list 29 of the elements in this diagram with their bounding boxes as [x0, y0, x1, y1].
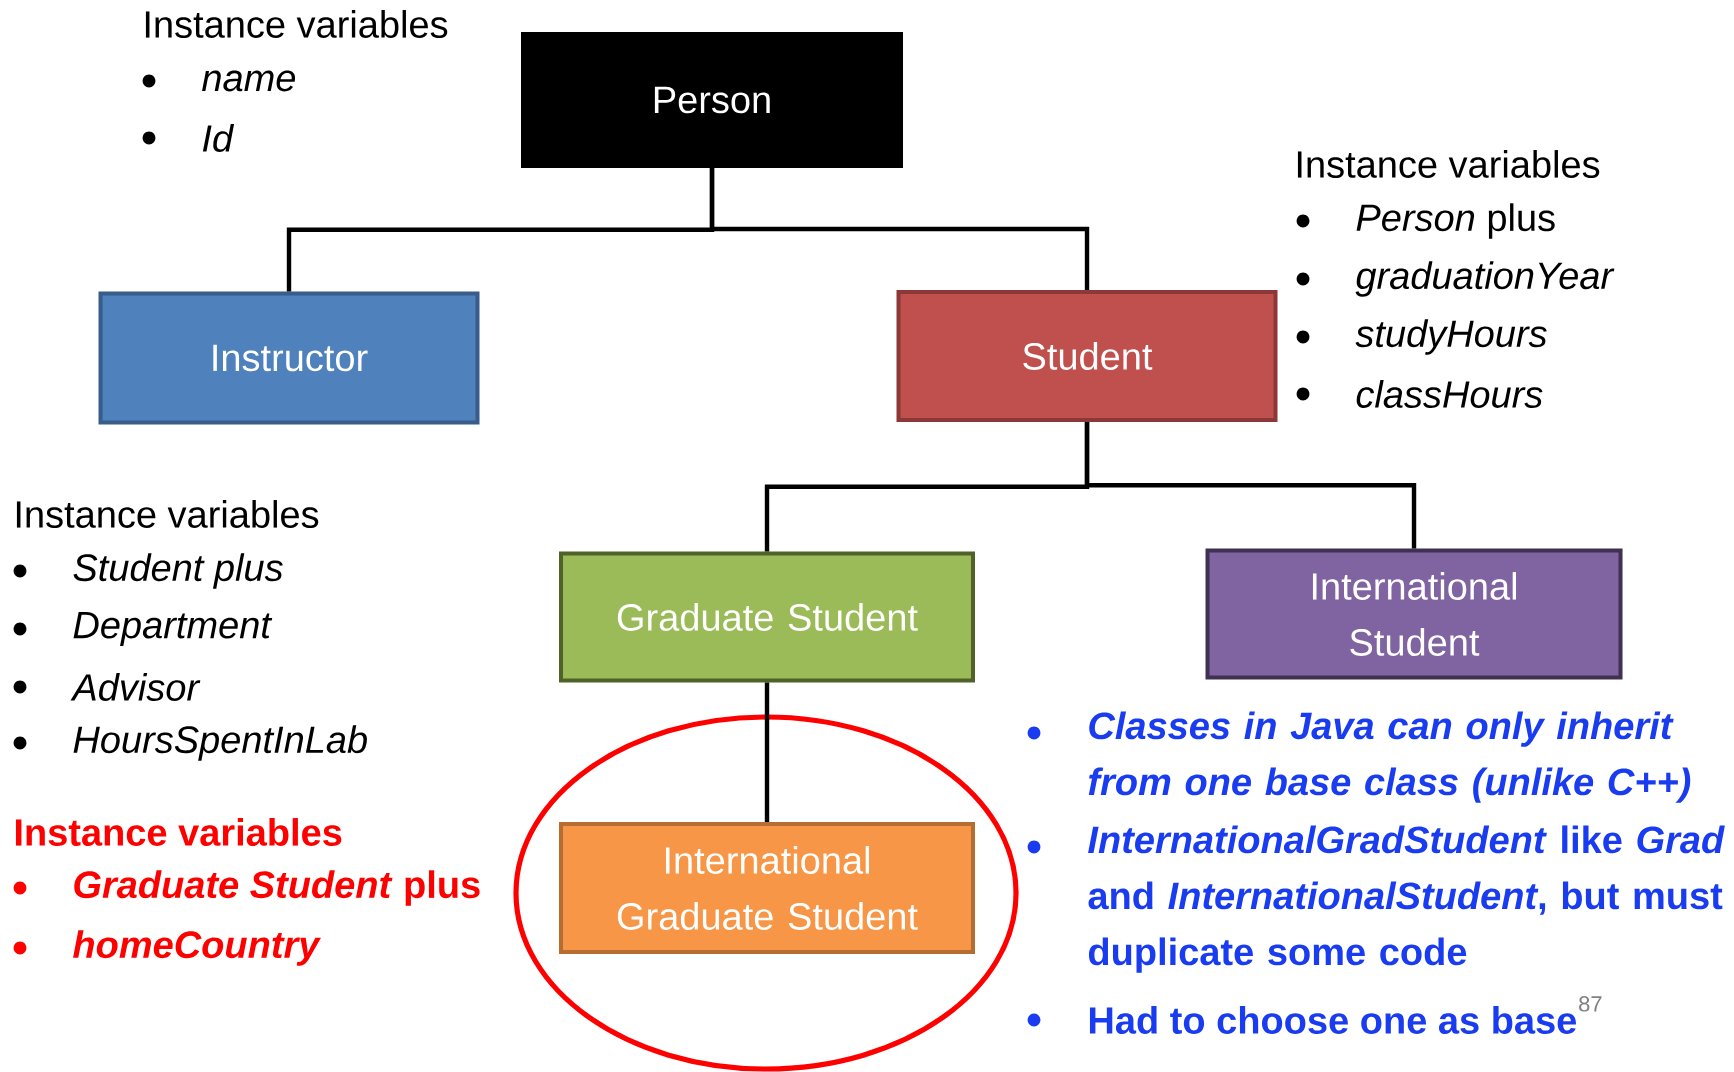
bullet-item: homeCountry — [13, 930, 321, 966]
class-box: International Student — [1205, 548, 1623, 680]
bullet-item: Graduate Student plus — [13, 870, 480, 906]
class-box: Person — [521, 32, 903, 168]
connector-line — [764, 682, 770, 822]
connector-line — [1084, 422, 1417, 549]
class-box: Graduate Student — [559, 551, 975, 683]
bullet-item: classHours — [1296, 380, 1543, 408]
heading: Instance variables — [1297, 150, 1600, 178]
bullet-item: studyHours — [1296, 319, 1547, 355]
bullet-item: Person plus — [1296, 203, 1555, 239]
connector-line — [709, 168, 1090, 290]
page-number: 87 — [1579, 996, 1602, 1012]
bullet-item: name — [142, 70, 296, 92]
bullet-item: HoursSpentInLab — [13, 725, 367, 761]
bullet-item: Student plus — [13, 553, 283, 589]
bullet-item: InternationalGradStudent like Grad and InternationalStudent, but must duplicate some code — [1027, 825, 1725, 973]
bullet-item: Department — [13, 612, 273, 646]
class-box: Instructor — [98, 291, 480, 425]
bullet-item: graduationYear — [1296, 261, 1615, 297]
bullet-item: Had to choose one as base — [1027, 1006, 1576, 1034]
class-box: Student — [896, 290, 1278, 422]
bullet-item: Id — [142, 124, 235, 152]
heading: Instance variables — [16, 500, 319, 528]
heading: Instance variables — [15, 818, 342, 846]
class-box: International Graduate Student — [559, 822, 975, 954]
bullet-item: Classes in Java can only inherit from one base class (unlike C++) — [1027, 711, 1691, 803]
bullet-item: Advisor — [13, 673, 201, 701]
heading: Instance variables — [145, 10, 448, 38]
